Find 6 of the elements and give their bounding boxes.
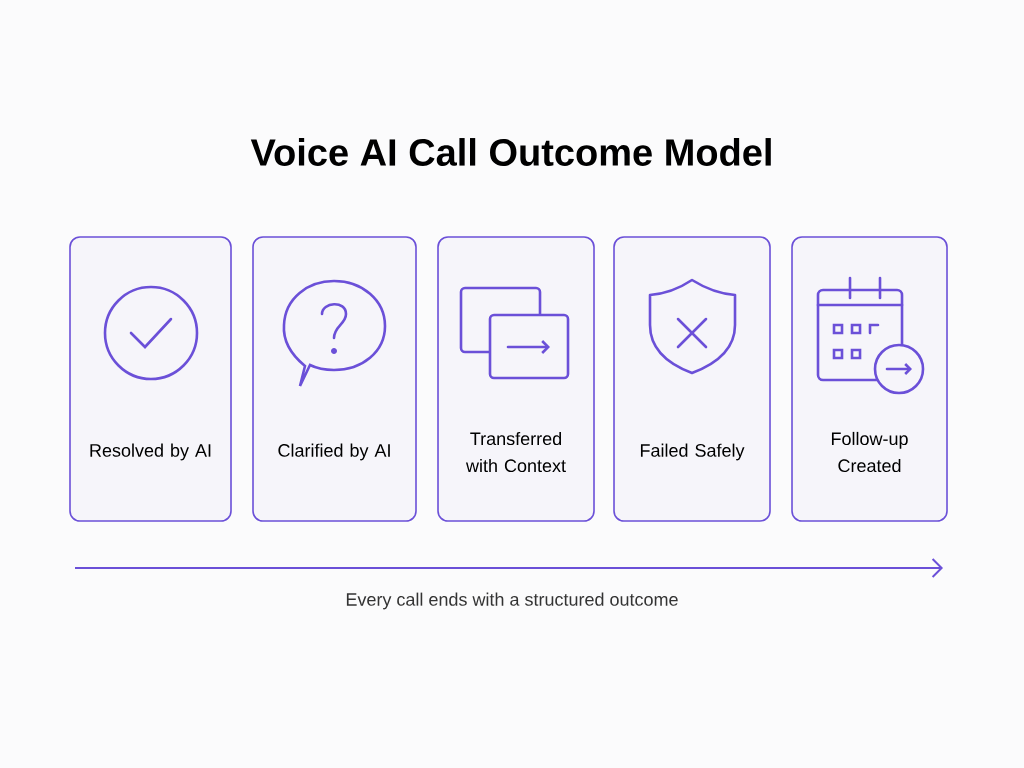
outcome-card: Failed Safely xyxy=(613,236,771,522)
outcome-card: Resolved by AI xyxy=(69,236,232,522)
caption: Every call ends with a structured outcome xyxy=(346,592,678,610)
outcome-card: Follow-up Created xyxy=(791,236,948,522)
outcome-card: Clarified by AI xyxy=(252,236,417,522)
title: Voice AI Call Outcome Model xyxy=(250,138,771,166)
